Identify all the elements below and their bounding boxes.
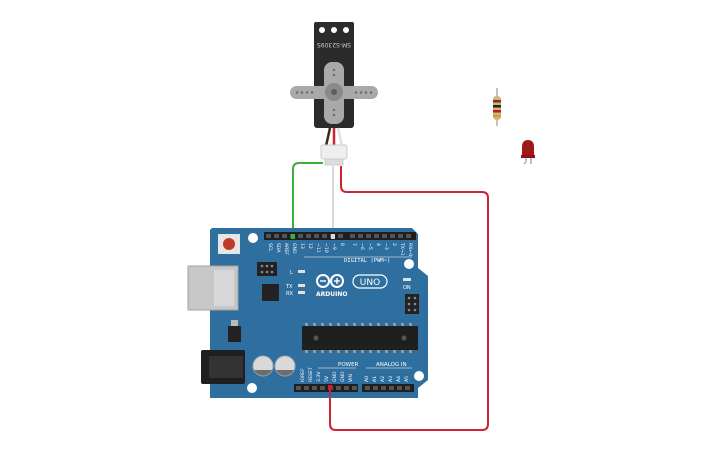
analog-in-label: ANALOG IN [376,362,407,368]
pin-label: 13 [299,243,305,249]
pin-label: SCL [267,243,273,252]
chip-pins [305,323,412,353]
power-label: POWER [338,362,359,368]
mounting-hole [247,383,257,393]
pin-label: A5 [404,376,410,382]
led-leg-anode [523,158,527,165]
led[interactable] [521,140,535,165]
pin-label: 8 [339,243,345,246]
analog-header[interactable] [362,384,414,392]
regulator-tab [231,320,238,326]
pin-label: ~11 [315,243,321,253]
pin-label: ~9 [331,243,337,250]
resistor-band [493,105,501,108]
led-l-indicator [298,270,305,273]
pin-label: A2 [380,376,386,382]
white-wire-pin [331,234,335,239]
capacitor-stripe [276,370,294,376]
green-signal-wire[interactable] [292,162,323,238]
pin-label: 12 [307,243,313,249]
voltage-regulator [228,326,241,342]
chip-notch-dot [313,335,319,341]
pin-label: IOREF [300,368,306,382]
wires [292,162,489,431]
servo-mount-hole [343,27,349,33]
l-label: L [290,270,293,276]
analog-pin-labels: A0 A1 A2 A3 A4 A5 [364,376,410,382]
led-lens [522,140,534,156]
reset-button[interactable] [223,238,235,250]
servo-cable-orange [336,127,344,147]
capacitor-stripe [254,370,272,376]
digital-pin-labels: SCL SDA AREF GND 13 12 ~11 ~10 ~9 8 7 ~6… [267,242,413,256]
on-label: ON [403,285,411,291]
pin-label: GND [332,371,338,382]
pin-label: AREF [283,243,289,255]
pin-label: GND [291,243,297,254]
pin-label: A0 [364,376,370,382]
pin-label: ~6 [359,243,365,250]
pin-label: ~10 [323,243,329,253]
led-rim [521,155,535,158]
usb-chip [262,284,279,301]
pin-label: SDA [275,243,281,253]
red-wire-pin [328,385,332,390]
pin-label: RX←0 [407,243,413,256]
resistor-band [493,100,501,103]
pin-label: 5V [324,375,330,382]
pin-label: RESET [308,367,314,382]
on-led-indicator [403,278,411,281]
led-tx-indicator [298,284,305,287]
servo-cable-brown [324,127,332,147]
servo-connector[interactable] [320,144,348,160]
resistor-band [493,110,501,113]
power-jack-inner [209,356,243,378]
digital-pwm-label: DIGITAL (PWM~) [344,258,390,264]
pin-label: A3 [388,376,394,382]
servo-mount-hole [331,27,337,33]
red-power-wire[interactable] [329,166,489,431]
pin-label: 2 [391,243,397,246]
chip-notch-dot [401,335,407,341]
power-pin-labels: IOREF RESET 3.3V 5V GND GND VIN [300,367,354,382]
servo-shaft-screw [331,89,337,95]
servo-motor[interactable]: SM-S2309S [290,22,378,166]
pin-label: 4 [375,243,381,246]
uno-label: UNO [360,278,380,288]
tx-label: TX [285,284,293,290]
resistor[interactable] [493,88,501,126]
icsp-header-right [405,294,419,314]
arduino-wordmark: ARDUINO [316,291,347,298]
mounting-hole [404,259,414,269]
rx-label: RX [286,291,293,297]
power-header[interactable] [294,384,358,392]
pin-label: A1 [372,376,378,382]
mounting-hole [414,371,424,381]
pin-label: A4 [396,376,402,382]
pin-label: ~3 [383,243,389,250]
usb-port-inner [214,270,234,306]
servo-model-label: SM-S2309S [317,41,351,48]
servo-mount-hole [319,27,325,33]
pin-label: 3.3V [316,371,322,382]
pin-label: ~5 [367,243,373,250]
atmega-chip [302,326,418,350]
arduino-uno-board[interactable]: SCL SDA AREF GND 13 12 ~11 ~10 ~9 8 7 ~6… [187,228,428,398]
servo-connector-tab [324,158,344,166]
pin-label: 7 [351,243,357,246]
green-wire-pin [291,234,295,239]
servo-horn-holes [295,68,373,117]
icsp-header-usb [257,262,277,276]
mounting-hole [248,233,258,243]
resistor-band [493,115,501,117]
arduino-logo [316,274,344,288]
pin-label: TX→1 [399,242,405,256]
uno-badge [352,274,388,289]
pin-label: VIN [348,374,354,382]
led-rx-indicator [298,291,305,294]
analog-header-pins [365,386,410,390]
pin-label: GND [340,371,346,382]
